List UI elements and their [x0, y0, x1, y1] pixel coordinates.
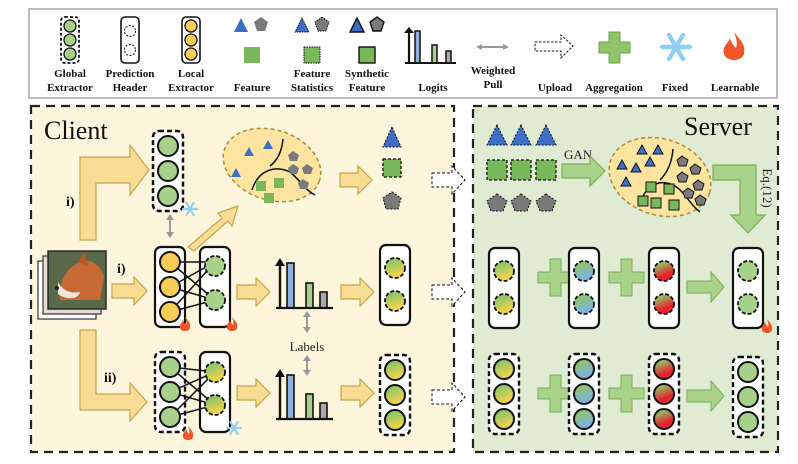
weighted-pull-icon [476, 44, 509, 50]
legend-label-line1: Feature [294, 68, 331, 80]
server-extractor-aggregation [487, 352, 765, 439]
legend-label-line2: Header [113, 82, 148, 94]
server-title: Server [684, 112, 752, 141]
legend-label-line2: Fixed [662, 82, 688, 94]
client-global-extractor-bottom [378, 353, 412, 437]
eq-label: Eq.(12) [760, 168, 775, 207]
legend-label-line2: Extractor [47, 82, 93, 94]
eq-arrow [712, 164, 767, 234]
legend-label-line2: Feature [234, 82, 271, 94]
server-panel: Server GAN [471, 104, 780, 454]
legend-label-line2: Statistics [291, 82, 334, 94]
branch-label-i-mid: i) [117, 262, 126, 277]
local-extractor-icon [181, 16, 201, 64]
logits-arrow-bottom [236, 377, 271, 409]
gan-arrow [561, 154, 606, 188]
weighted-pull-arrow [166, 214, 174, 238]
upload-icon [431, 164, 466, 196]
legend-label-line2: Logits [418, 82, 448, 94]
synthetic-feature-icon [348, 16, 385, 64]
feature-icon [234, 17, 268, 63]
upload-arrows [431, 164, 466, 413]
gan-label: GAN [564, 147, 593, 162]
feature-arrow [187, 205, 239, 252]
legend-label-line2: Aggregation [585, 82, 643, 94]
client-title: Client [44, 116, 108, 145]
global-extractor-icon [60, 16, 80, 64]
logits-arrow-mid [236, 276, 271, 308]
legend-label-line1: Synthetic [345, 68, 389, 80]
client-header-mid [378, 243, 412, 327]
server-header-aggregation [487, 246, 765, 330]
labels-pull: Labels [290, 311, 325, 376]
branch-label-ii: ii) [104, 371, 117, 386]
client-panel: Client i) [29, 104, 456, 454]
legend-label-line2: Extractor [168, 82, 214, 94]
header-arrow-mid [340, 276, 375, 308]
legend-label-line2: Learnable [711, 82, 759, 94]
input-image-stack [37, 250, 107, 320]
aggregation-icon [608, 374, 645, 413]
client-global-model [153, 350, 232, 434]
server-synthetic-cluster [608, 136, 712, 218]
legend-label-line1: Weighted [471, 65, 516, 77]
labels-text: Labels [290, 339, 325, 354]
legend: Global Extractor Prediction Header Local… [28, 8, 778, 99]
client-local-model [153, 245, 232, 329]
server-feature-statistics [486, 123, 557, 212]
upload-icon [431, 381, 466, 413]
aggregation-icon [608, 258, 645, 297]
feature-statistics-icon [294, 16, 330, 64]
logits-icon [404, 27, 456, 64]
branch-label-i-top: i) [66, 195, 75, 210]
branch-arrow-bottom [79, 329, 148, 423]
legend-label-line2: Feature [349, 82, 386, 94]
upload-icon [431, 276, 466, 308]
branch-arrow-mid [111, 275, 148, 307]
client-logits-mid [275, 258, 333, 310]
client-feature-cluster [222, 127, 322, 203]
stats-arrow [339, 164, 373, 196]
prediction-header-icon [120, 16, 140, 64]
legend-label-line2: Pull [484, 79, 503, 91]
legend-labels: Global Extractor Prediction Header Local… [47, 65, 759, 94]
branch-arrow-top [79, 143, 150, 241]
aggregation-icon [598, 31, 631, 64]
legend-frame [28, 8, 778, 99]
client-logits-bottom [275, 369, 333, 421]
legend-label-line2: Upload [538, 82, 572, 94]
legend-label-line1: Global [54, 68, 86, 80]
extractor-arrow-bottom [340, 377, 375, 409]
legend-label-line1: Local [178, 68, 204, 80]
client-feature-statistics [382, 125, 402, 210]
legend-label-line1: Prediction [106, 68, 155, 80]
client-global-extractor-frozen [151, 129, 185, 213]
upload-icon [534, 33, 574, 60]
